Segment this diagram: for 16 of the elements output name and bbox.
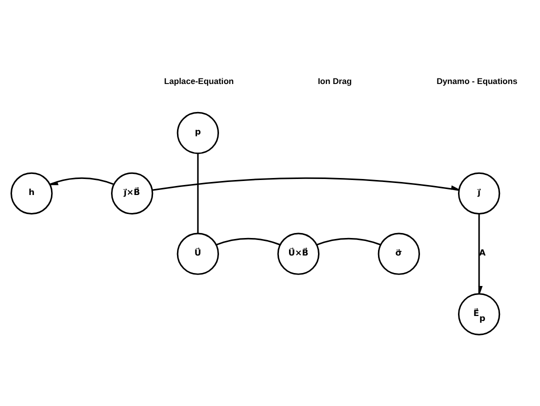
- node-circle: h: [10, 172, 53, 215]
- node-circle: U⃗: [176, 232, 219, 275]
- label: Ion Drag: [318, 76, 352, 86]
- label: Dynamo - Equations: [436, 76, 518, 86]
- arrow: [152, 177, 460, 191]
- node-circle: p: [176, 112, 219, 154]
- node-circle: j⃗×B⃗: [111, 172, 154, 215]
- node-circle: j⃗: [458, 172, 500, 215]
- connector: [197, 153, 199, 234]
- connector: [316, 238, 381, 246]
- arrow: [49, 177, 114, 186]
- label: Laplace-Equation: [164, 76, 234, 86]
- node-circle: σ⃗: [378, 232, 420, 275]
- node-circle: U⃗×B⃗: [277, 232, 320, 275]
- arrow: [478, 214, 483, 295]
- connector: [216, 238, 280, 246]
